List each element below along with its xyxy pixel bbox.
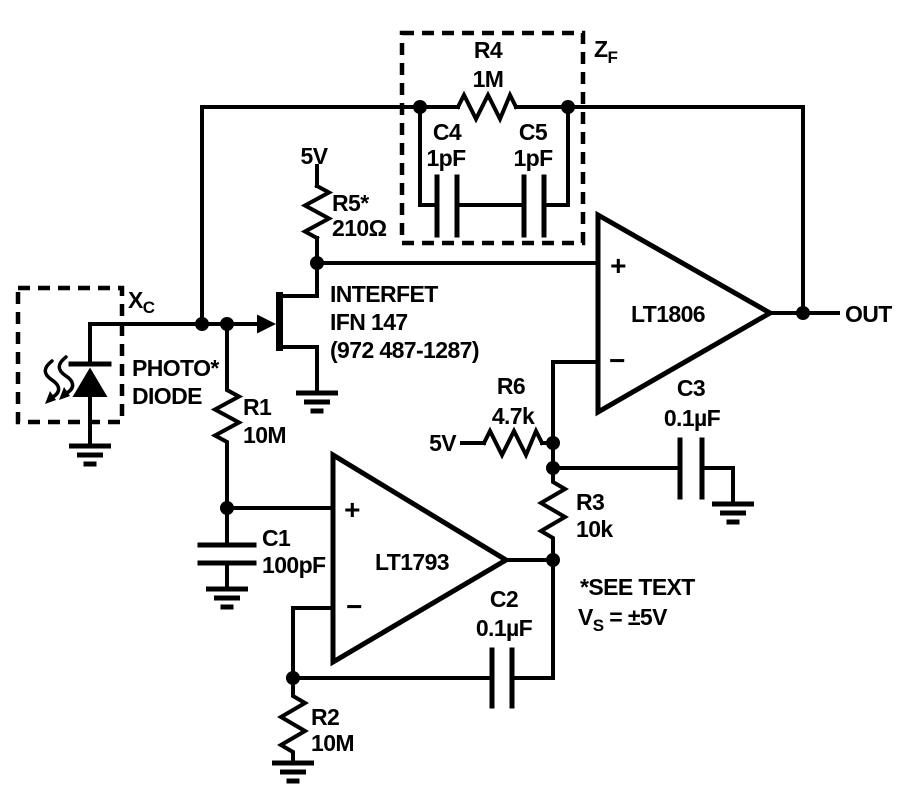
photodiode [43,322,112,447]
r1-ref: R1 [243,394,272,420]
r5-ref: R5* [332,190,369,216]
r2-value: 10M [311,730,354,756]
jfet-contact-label: (972 487-1287) [330,337,479,363]
capacitor-c3 [677,437,705,500]
r4-value: 1M [473,66,504,92]
wire-c3-to-gnd [700,466,735,504]
supply-note: VS = ±5V [578,604,668,635]
c5-ref: C5 [519,119,548,145]
capacitor-c5 [521,174,547,238]
wire-feedback-left [200,105,460,326]
ground-symbol-c1 [206,589,248,607]
r3-ref: R3 [576,489,604,515]
r6-supply-label: 5V [429,430,457,456]
jfet-mfr-label: INTERFET [330,281,438,307]
light-arrows [43,355,75,404]
c3-ref: C3 [677,375,705,401]
wire-zf-left-drop [418,105,439,207]
opamp-lt1806-triangle [595,210,776,417]
c1-ref: C1 [262,525,291,551]
r5-value: 210Ω [332,215,387,241]
a1-minus-input-marker: − [609,345,625,376]
r1-value: 10M [243,422,286,448]
r2-ref: R2 [311,704,339,730]
jfet-transistor [257,292,283,351]
photodiode-label-2: DIODE [132,383,202,409]
capacitor-c2 [489,647,515,709]
a1-plus-input-marker: + [610,250,626,281]
ground-symbol-c3 [712,504,754,522]
jfet-gate-arrow-icon [257,314,276,334]
opamp-a2-part: LT1793 [375,549,449,575]
photodiode-dashed-box [15,285,125,425]
capacitor-c1 [197,542,257,566]
a2-plus-input-marker: + [344,494,360,525]
resistor-r3 [537,441,569,562]
r3-value: 10k [576,516,613,542]
r6-value: 4.7k [492,403,535,429]
capacitor-c4 [434,174,460,238]
jfet-part-label: IFN 147 [330,309,408,335]
wire-a1-minus-branch [551,360,600,445]
c3-value: 0.1µF [664,405,721,431]
xc-node-label: XC [128,287,155,317]
r5-supply-label: 5V [301,143,329,169]
wire-feedback-right [514,105,805,315]
resistor-r6 [481,426,545,460]
c2-ref: C2 [490,586,518,612]
resistor-r4 [455,90,519,124]
opamp-a1-part: LT1806 [631,301,705,327]
r4-ref: R4 [474,37,503,63]
zf-dashed-box [399,30,586,246]
resistor-r1 [210,322,244,510]
c4-ref: C4 [433,119,462,145]
wire-jfet-source [279,345,319,393]
ground-symbol-r2 [272,763,314,781]
wire-jfet-drain [279,261,319,298]
c5-value: 1pF [513,145,553,171]
ground-symbol-photodiode [69,446,111,464]
see-text-note: *SEE TEXT [580,574,695,600]
wire-a2-minus-branch [291,606,335,680]
resistor-r5 [300,183,334,241]
resistor-r2 [277,676,309,763]
out-label: OUT [845,301,892,327]
opamp-lt1793-triangle [330,450,511,667]
c1-value: 100pF [262,552,326,578]
r6-ref: R6 [497,373,525,399]
junction-dots [195,100,810,685]
wires [88,105,840,680]
photodiode-label-1: PHOTO* [132,355,219,381]
c2-value: 0.1µF [476,615,533,641]
wire-zf-right-rise [542,105,570,207]
zf-designator: ZF [594,36,617,67]
c4-value: 1pF [426,145,466,171]
ground-symbol-jfet-source [296,393,338,411]
a2-minus-input-marker: − [346,591,362,622]
photodiode-anode-triangle [72,367,108,397]
